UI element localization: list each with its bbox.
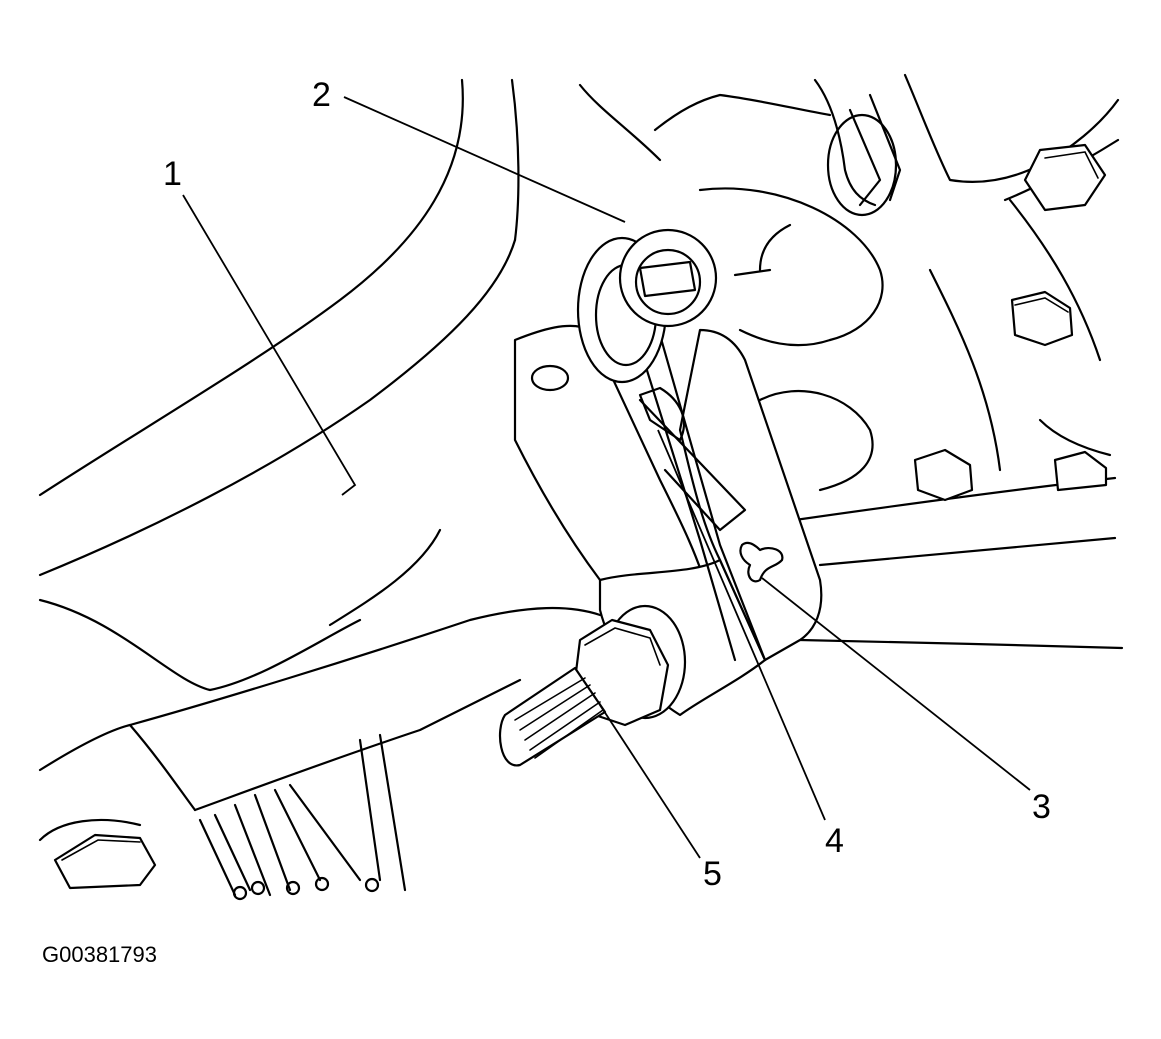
leader-line-3 <box>761 577 1031 791</box>
bolt-bottom-left <box>38 818 157 890</box>
bolt-right-3 <box>1053 450 1108 492</box>
housing-hole <box>530 364 570 392</box>
wire-harness <box>198 733 407 901</box>
callout-label-1: 1 <box>163 155 182 193</box>
leader-line-2 <box>343 96 626 223</box>
bolt-top-right <box>1023 143 1107 212</box>
leader-line-1 <box>182 194 357 496</box>
stud-and-nut-part-5 <box>498 604 687 767</box>
leader-line-4 <box>657 429 826 821</box>
bolt-right-1 <box>1010 290 1074 347</box>
retainer-clip-part-3 <box>739 541 784 583</box>
housing-part-1 <box>38 78 832 812</box>
cable-end-part-2 <box>576 228 718 442</box>
callout-label-2: 2 <box>312 76 331 114</box>
bolt-right-2 <box>913 448 974 502</box>
callout-label-4: 4 <box>825 822 844 860</box>
figure-id: G00381793 <box>42 942 157 967</box>
engine-block-detail <box>698 187 1124 650</box>
callout-label-5: 5 <box>703 855 722 893</box>
callout-label-3: 3 <box>1032 788 1051 826</box>
leader-line-5 <box>599 704 701 859</box>
